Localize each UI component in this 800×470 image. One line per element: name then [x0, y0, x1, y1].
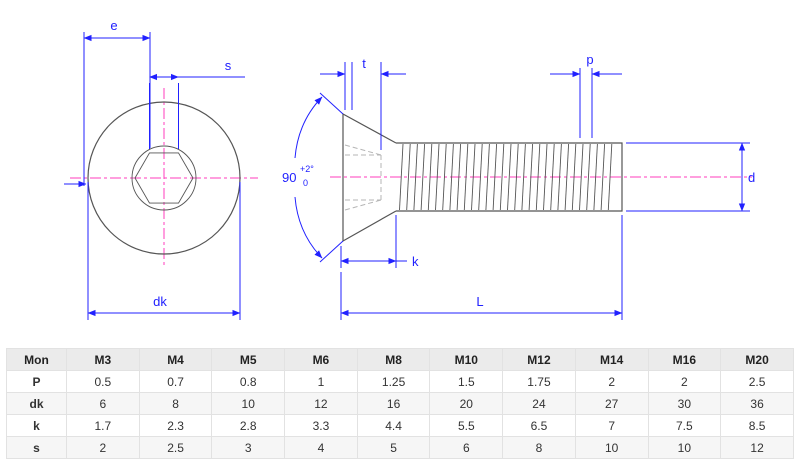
spec-col-header: M16 — [647, 348, 722, 371]
dim-label-p: p — [586, 52, 593, 67]
spec-col-header: M12 — [502, 348, 576, 371]
spec-col-header: M4 — [138, 348, 213, 371]
table-cell: 36 — [720, 392, 794, 415]
dim-k — [340, 215, 407, 268]
dim-label-e: e — [110, 18, 117, 33]
table-cell: 2 — [574, 370, 649, 393]
table-cell: 8.5 — [720, 414, 794, 437]
hex-socket — [134, 152, 194, 204]
table-cell: 12 — [284, 392, 358, 415]
table-cell: 2.5 — [720, 370, 794, 393]
spec-col-header: M14 — [574, 348, 649, 371]
table-cell: 12 — [720, 436, 794, 459]
table-cell: 27 — [574, 392, 649, 415]
spec-col-header: M3 — [66, 348, 140, 371]
table-cell: 10 — [574, 436, 649, 459]
row-label: P — [6, 370, 67, 393]
table-cell: 1 — [284, 370, 358, 393]
dim-e — [64, 32, 151, 188]
table-cell: 6 — [429, 436, 504, 459]
spec-col-label-header: Mon — [6, 348, 67, 371]
dim-label-dk: dk — [153, 294, 167, 309]
socket-hidden-lines — [344, 144, 382, 211]
dim-label-d: d — [748, 170, 755, 185]
dim-label-s: s — [225, 58, 232, 73]
dim-dk — [87, 182, 241, 320]
spec-col-header: M5 — [211, 348, 286, 371]
table-cell: 3.3 — [284, 414, 358, 437]
spec-col-header: M8 — [356, 348, 431, 371]
head-outer-circle — [87, 101, 241, 255]
front-centerlines — [70, 88, 258, 268]
table-cell: 0.8 — [211, 370, 286, 393]
spec-col-header: M6 — [284, 348, 358, 371]
thread-lines — [399, 143, 613, 211]
dim-t — [320, 62, 406, 150]
table-cell: 6.5 — [502, 414, 576, 437]
dim-p — [550, 68, 622, 138]
table-cell: 7.5 — [647, 414, 722, 437]
side-view: t p k L d — [282, 52, 755, 320]
table-cell: 1.25 — [356, 370, 431, 393]
socket-circle — [131, 145, 197, 211]
angle-tolerance-lower: 0 — [303, 178, 308, 188]
dim-label-L: L — [476, 294, 483, 309]
table-cell: 2.8 — [211, 414, 286, 437]
table-cell: 1.75 — [502, 370, 576, 393]
table-cell: 7 — [574, 414, 649, 437]
table-cell: 2.5 — [138, 436, 213, 459]
table-cell: 2 — [66, 436, 140, 459]
screw-outline — [342, 112, 623, 243]
table-cell: 2 — [647, 370, 722, 393]
angle-label: 90 — [282, 170, 296, 185]
screw-technical-drawing: e s dk — [64, 18, 755, 320]
row-label: k — [6, 414, 67, 437]
table-cell: 5.5 — [429, 414, 504, 437]
technical-drawing-area: e s dk — [64, 18, 755, 320]
front-view: e s dk — [64, 18, 258, 320]
spec-col-header: M10 — [429, 348, 504, 371]
table-cell: 8 — [138, 392, 213, 415]
table-cell: 2.3 — [138, 414, 213, 437]
table-cell: 1.5 — [429, 370, 504, 393]
table-cell: 3 — [211, 436, 286, 459]
dim-d — [626, 142, 750, 212]
table-cell: 8 — [502, 436, 576, 459]
table-cell: 0.5 — [66, 370, 140, 393]
row-label: s — [6, 436, 67, 459]
table-cell: 30 — [647, 392, 722, 415]
table-cell: 6 — [66, 392, 140, 415]
dim-angle — [294, 92, 344, 263]
table-cell: 1.7 — [66, 414, 140, 437]
angle-tolerance-upper: +2° — [300, 164, 314, 174]
table-cell: 20 — [429, 392, 504, 415]
table-cell: 5 — [356, 436, 431, 459]
dim-L — [340, 215, 623, 320]
table-cell: 16 — [356, 392, 431, 415]
table-cell: 10 — [211, 392, 286, 415]
dim-label-k: k — [412, 254, 419, 269]
table-cell: 4.4 — [356, 414, 431, 437]
table-cell: 10 — [647, 436, 722, 459]
table-cell: 24 — [502, 392, 576, 415]
table-cell: 4 — [284, 436, 358, 459]
row-label: dk — [6, 392, 67, 415]
dim-s — [149, 73, 245, 149]
dim-label-t: t — [362, 56, 366, 71]
spec-col-header: M20 — [720, 348, 794, 371]
table-cell: 0.7 — [138, 370, 213, 393]
